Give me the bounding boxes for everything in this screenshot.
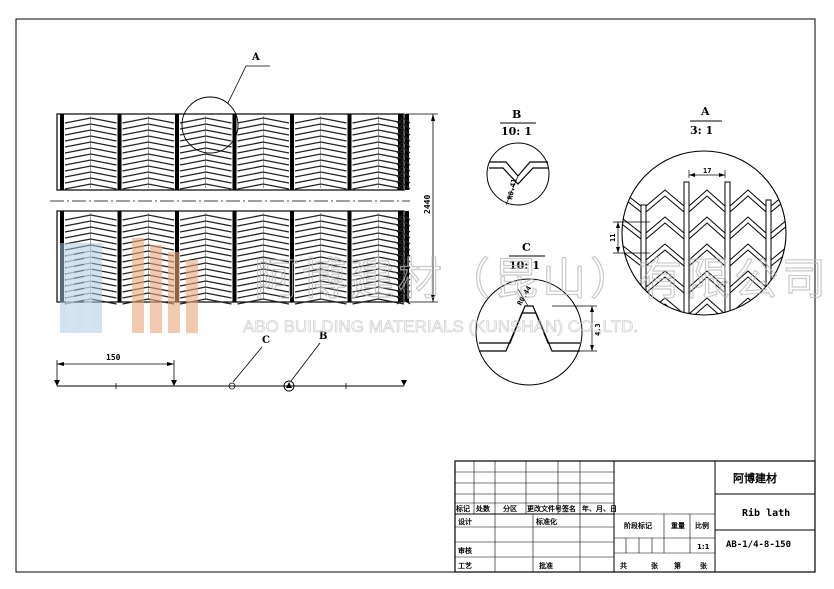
watermark-name-cn: 阿博建材（昆山）有限公司 bbox=[254, 255, 830, 304]
callout-c: C bbox=[262, 335, 270, 346]
svg-text:批准: 批准 bbox=[539, 561, 553, 570]
svg-text:标记: 标记 bbox=[455, 504, 470, 513]
svg-text:张: 张 bbox=[700, 561, 708, 570]
svg-text:比例: 比例 bbox=[695, 521, 709, 530]
title-block: 标记 处数 分区 更改文件号 签名 年、月、日 设计 标准化 审核 工艺 批准 … bbox=[454, 460, 816, 573]
marker-b bbox=[283, 380, 295, 392]
svg-text:重量: 重量 bbox=[671, 521, 685, 530]
svg-text:2440: 2440 bbox=[423, 195, 432, 214]
detail-circle-a bbox=[181, 96, 239, 154]
svg-text:签名: 签名 bbox=[561, 504, 576, 513]
svg-text:阶段标记: 阶段标记 bbox=[624, 521, 652, 530]
detail-a: A 3: 1 17 11 bbox=[609, 105, 787, 316]
svg-text:C: C bbox=[522, 241, 531, 254]
svg-text:第: 第 bbox=[674, 561, 681, 570]
svg-text:标准化: 标准化 bbox=[535, 517, 557, 526]
svg-text:11: 11 bbox=[609, 234, 617, 242]
svg-text:A: A bbox=[700, 105, 710, 118]
drawing-border bbox=[15, 18, 816, 573]
svg-text:10: 1: 10: 1 bbox=[509, 259, 540, 272]
svg-text:张: 张 bbox=[651, 561, 659, 570]
svg-text:设计: 设计 bbox=[458, 517, 472, 526]
dimension-2440: 2440 bbox=[406, 113, 438, 303]
svg-text:Rib lath: Rib lath bbox=[742, 507, 790, 519]
svg-text:阿博建材: 阿博建材 bbox=[733, 471, 777, 485]
watermark-name-en: ABO BUILDING MATERIALS (KUNSHAN) CO.,LTD… bbox=[243, 317, 638, 336]
svg-text:B: B bbox=[512, 108, 521, 121]
svg-text:3: 1: 3: 1 bbox=[690, 124, 713, 137]
svg-text:4.3: 4.3 bbox=[594, 323, 602, 336]
svg-text:共: 共 bbox=[620, 561, 627, 570]
svg-text:年、月、日: 年、月、日 bbox=[582, 504, 617, 513]
company-watermark: 阿博建材（昆山）有限公司 ABO BUILDING MATERIALS (KUN… bbox=[60, 238, 830, 336]
rib-lath-panel-top bbox=[56, 113, 411, 191]
svg-text:R0.41: R0.41 bbox=[506, 178, 518, 200]
marker-c bbox=[228, 382, 236, 390]
rib-profile-section: 150 C B bbox=[54, 331, 407, 392]
svg-text:分区: 分区 bbox=[503, 504, 517, 513]
svg-text:17: 17 bbox=[703, 167, 711, 175]
leader-a bbox=[227, 65, 247, 104]
svg-text:更改文件号: 更改文件号 bbox=[527, 504, 562, 513]
svg-text:审核: 审核 bbox=[458, 546, 472, 555]
callout-b: B bbox=[319, 331, 327, 342]
watermark-logo-icon bbox=[60, 238, 198, 333]
dim-150: 150 bbox=[106, 353, 121, 362]
callout-a: A bbox=[251, 52, 260, 63]
svg-text:处数: 处数 bbox=[475, 504, 491, 513]
svg-text:1:1: 1:1 bbox=[697, 543, 710, 551]
detail-b: B 10: 1 R0.41 bbox=[486, 108, 550, 206]
svg-text:AB-1/4-8-150: AB-1/4-8-150 bbox=[726, 540, 791, 550]
svg-text:10: 1: 10: 1 bbox=[501, 125, 532, 138]
svg-text:工艺: 工艺 bbox=[458, 561, 472, 570]
